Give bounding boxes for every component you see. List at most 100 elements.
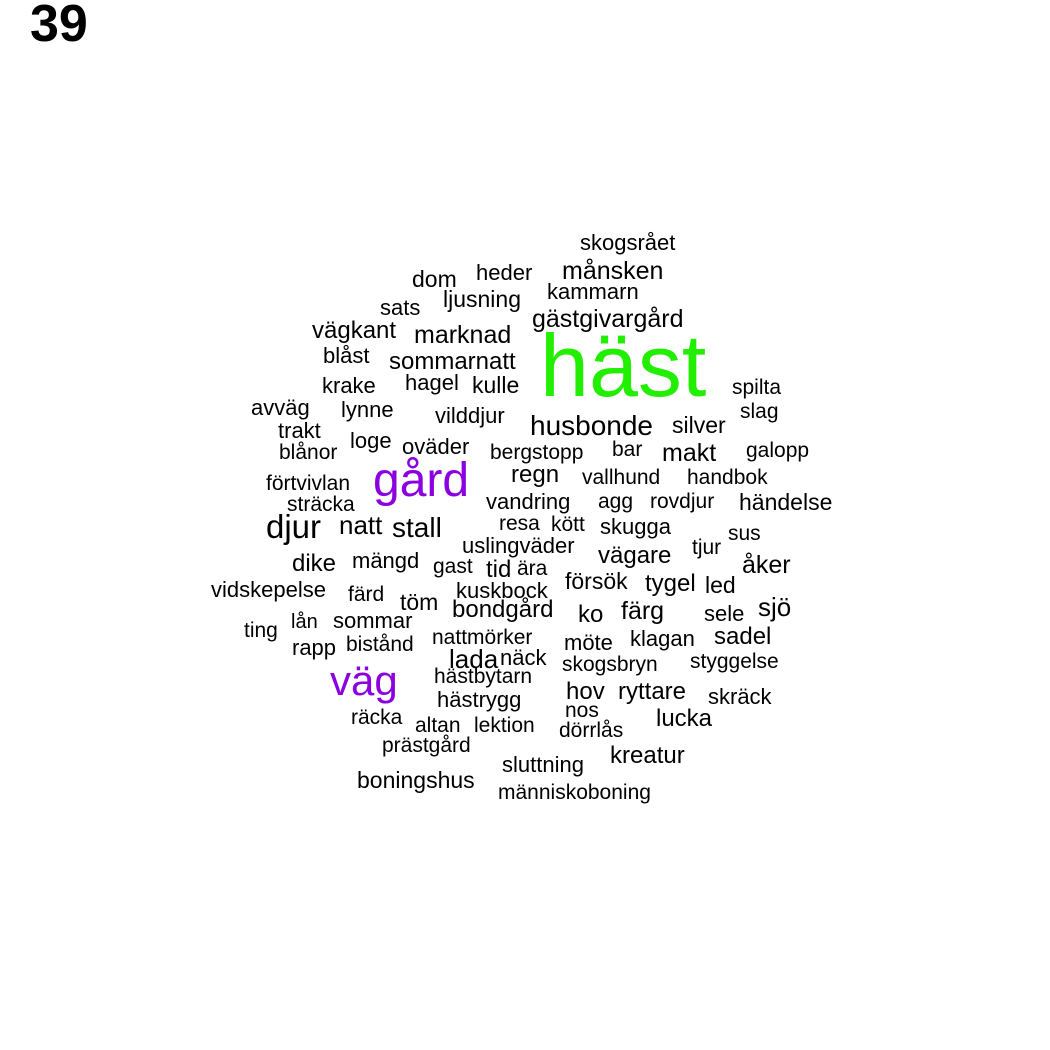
- word-kulle: kulle: [472, 372, 520, 398]
- word-skugga: skugga: [600, 514, 671, 539]
- word-resa: resa: [499, 512, 540, 535]
- word-skogsraet: skogsrået: [580, 230, 676, 255]
- word-bergstopp: bergstopp: [490, 441, 584, 464]
- word-hast: häst: [540, 316, 707, 415]
- word-prastgard: prästgård: [382, 734, 471, 757]
- word-marknad: marknad: [414, 321, 512, 349]
- word-styggelse: styggelse: [690, 650, 779, 673]
- word-ovader: oväder: [402, 434, 470, 459]
- word-mangd: mängd: [352, 548, 420, 573]
- word-natt: natt: [339, 510, 383, 540]
- word-mansken: månsken: [562, 257, 664, 285]
- word-loge: loge: [350, 428, 392, 453]
- word-tom: töm: [400, 589, 439, 615]
- word-gast: gast: [433, 555, 473, 578]
- word-altan: altan: [415, 714, 461, 737]
- word-ting: ting: [244, 619, 278, 642]
- word-skrack: skräck: [708, 684, 772, 709]
- word-sele: sele: [704, 601, 745, 626]
- word-nattmorker: nattmörker: [432, 626, 533, 649]
- word-ko: ko: [578, 601, 604, 628]
- word-vidskepelse: vidskepelse: [211, 577, 326, 602]
- word-heder: heder: [476, 260, 533, 285]
- word-vandring: vandring: [486, 489, 571, 514]
- word-krake: krake: [322, 373, 376, 398]
- word-bistand: bistånd: [346, 633, 414, 656]
- word-kuskbock: kuskbock: [456, 578, 548, 603]
- word-ara: ära: [517, 557, 548, 580]
- word-sommarnatt: sommarnatt: [389, 348, 516, 375]
- word-fortvivlan: förtvivlan: [266, 472, 351, 495]
- word-vag: väg: [330, 657, 398, 704]
- word-sats: sats: [380, 295, 421, 320]
- word-nos: nos: [565, 699, 599, 722]
- word-regn: regn: [511, 461, 560, 488]
- word-lynne: lynne: [341, 397, 394, 422]
- word-galopp: galopp: [746, 439, 810, 462]
- word-ryttare: ryttare: [618, 678, 687, 705]
- word-vallhund: vallhund: [582, 466, 661, 489]
- page-number: 39: [30, 0, 88, 53]
- word-mote: möte: [564, 630, 613, 655]
- word-lucka: lucka: [656, 705, 713, 732]
- word-blanor: blånor: [279, 441, 338, 464]
- word-blast: blåst: [323, 343, 370, 368]
- word-tid: tid: [486, 556, 512, 583]
- word-rovdjur: rovdjur: [650, 490, 715, 513]
- word-hov: hov: [566, 678, 605, 705]
- word-slag: slag: [740, 400, 779, 423]
- word-sus: sus: [728, 522, 761, 545]
- word-djur: djur: [266, 508, 322, 545]
- word-hastbytarn: hästbytarn: [434, 665, 533, 688]
- word-rapp: rapp: [292, 635, 337, 660]
- word-avvag: avväg: [251, 395, 310, 420]
- word-sommar: sommar: [333, 608, 413, 633]
- word-makt: makt: [662, 439, 717, 467]
- word-stall: stall: [392, 512, 442, 543]
- word-boningshus: boningshus: [357, 767, 475, 793]
- word-lan: lån: [291, 611, 318, 633]
- word-vagkant: vägkant: [312, 317, 397, 344]
- word-hagel: hagel: [405, 370, 459, 395]
- word-dike: dike: [292, 550, 337, 577]
- word-handelse: händelse: [739, 489, 833, 515]
- word-skogsbryn: skogsbryn: [562, 653, 658, 676]
- word-vilddjur: vilddjur: [435, 403, 505, 428]
- word-sjo: sjö: [758, 592, 792, 622]
- word-kott: kött: [551, 513, 585, 536]
- word-silver: silver: [672, 412, 726, 438]
- word-husbonde: husbonde: [530, 410, 654, 441]
- word-forsok: försök: [565, 568, 628, 594]
- word-bar: bar: [612, 438, 643, 461]
- word-farg: färg: [621, 597, 665, 625]
- word-sadel: sadel: [714, 623, 772, 650]
- word-kreatur: kreatur: [610, 742, 685, 769]
- word-dom: dom: [412, 266, 457, 292]
- word-racka: räcka: [351, 706, 403, 729]
- word-handbok: handbok: [687, 466, 768, 489]
- word-uslingvader: uslingväder: [462, 533, 575, 558]
- word-sluttning: sluttning: [502, 752, 584, 777]
- word-lada: lada: [449, 644, 499, 674]
- word-stracka: sträcka: [287, 493, 355, 516]
- word-gard: gård: [373, 454, 470, 507]
- word-spilta: spilta: [732, 376, 782, 399]
- word-klagan: klagan: [630, 626, 695, 651]
- word-gastgivargard: gästgivargård: [532, 305, 684, 333]
- word-hastrygg: hästrygg: [437, 687, 522, 712]
- word-led: led: [705, 572, 736, 598]
- word-bondgard: bondgård: [452, 596, 554, 623]
- word-agg: agg: [598, 490, 634, 513]
- word-tjur: tjur: [692, 536, 722, 559]
- word-ljusning: ljusning: [443, 286, 521, 312]
- word-trakt: trakt: [278, 418, 321, 443]
- word-vagare: vägare: [598, 542, 672, 569]
- word-tygel: tygel: [645, 570, 696, 597]
- word-lektion: lektion: [474, 714, 535, 737]
- word-kammarn: kammarn: [547, 279, 639, 304]
- word-dorrlas: dörrlås: [559, 719, 624, 742]
- word-fard: färd: [348, 583, 385, 606]
- word-aker: åker: [742, 551, 791, 579]
- word-nack: näck: [500, 645, 547, 670]
